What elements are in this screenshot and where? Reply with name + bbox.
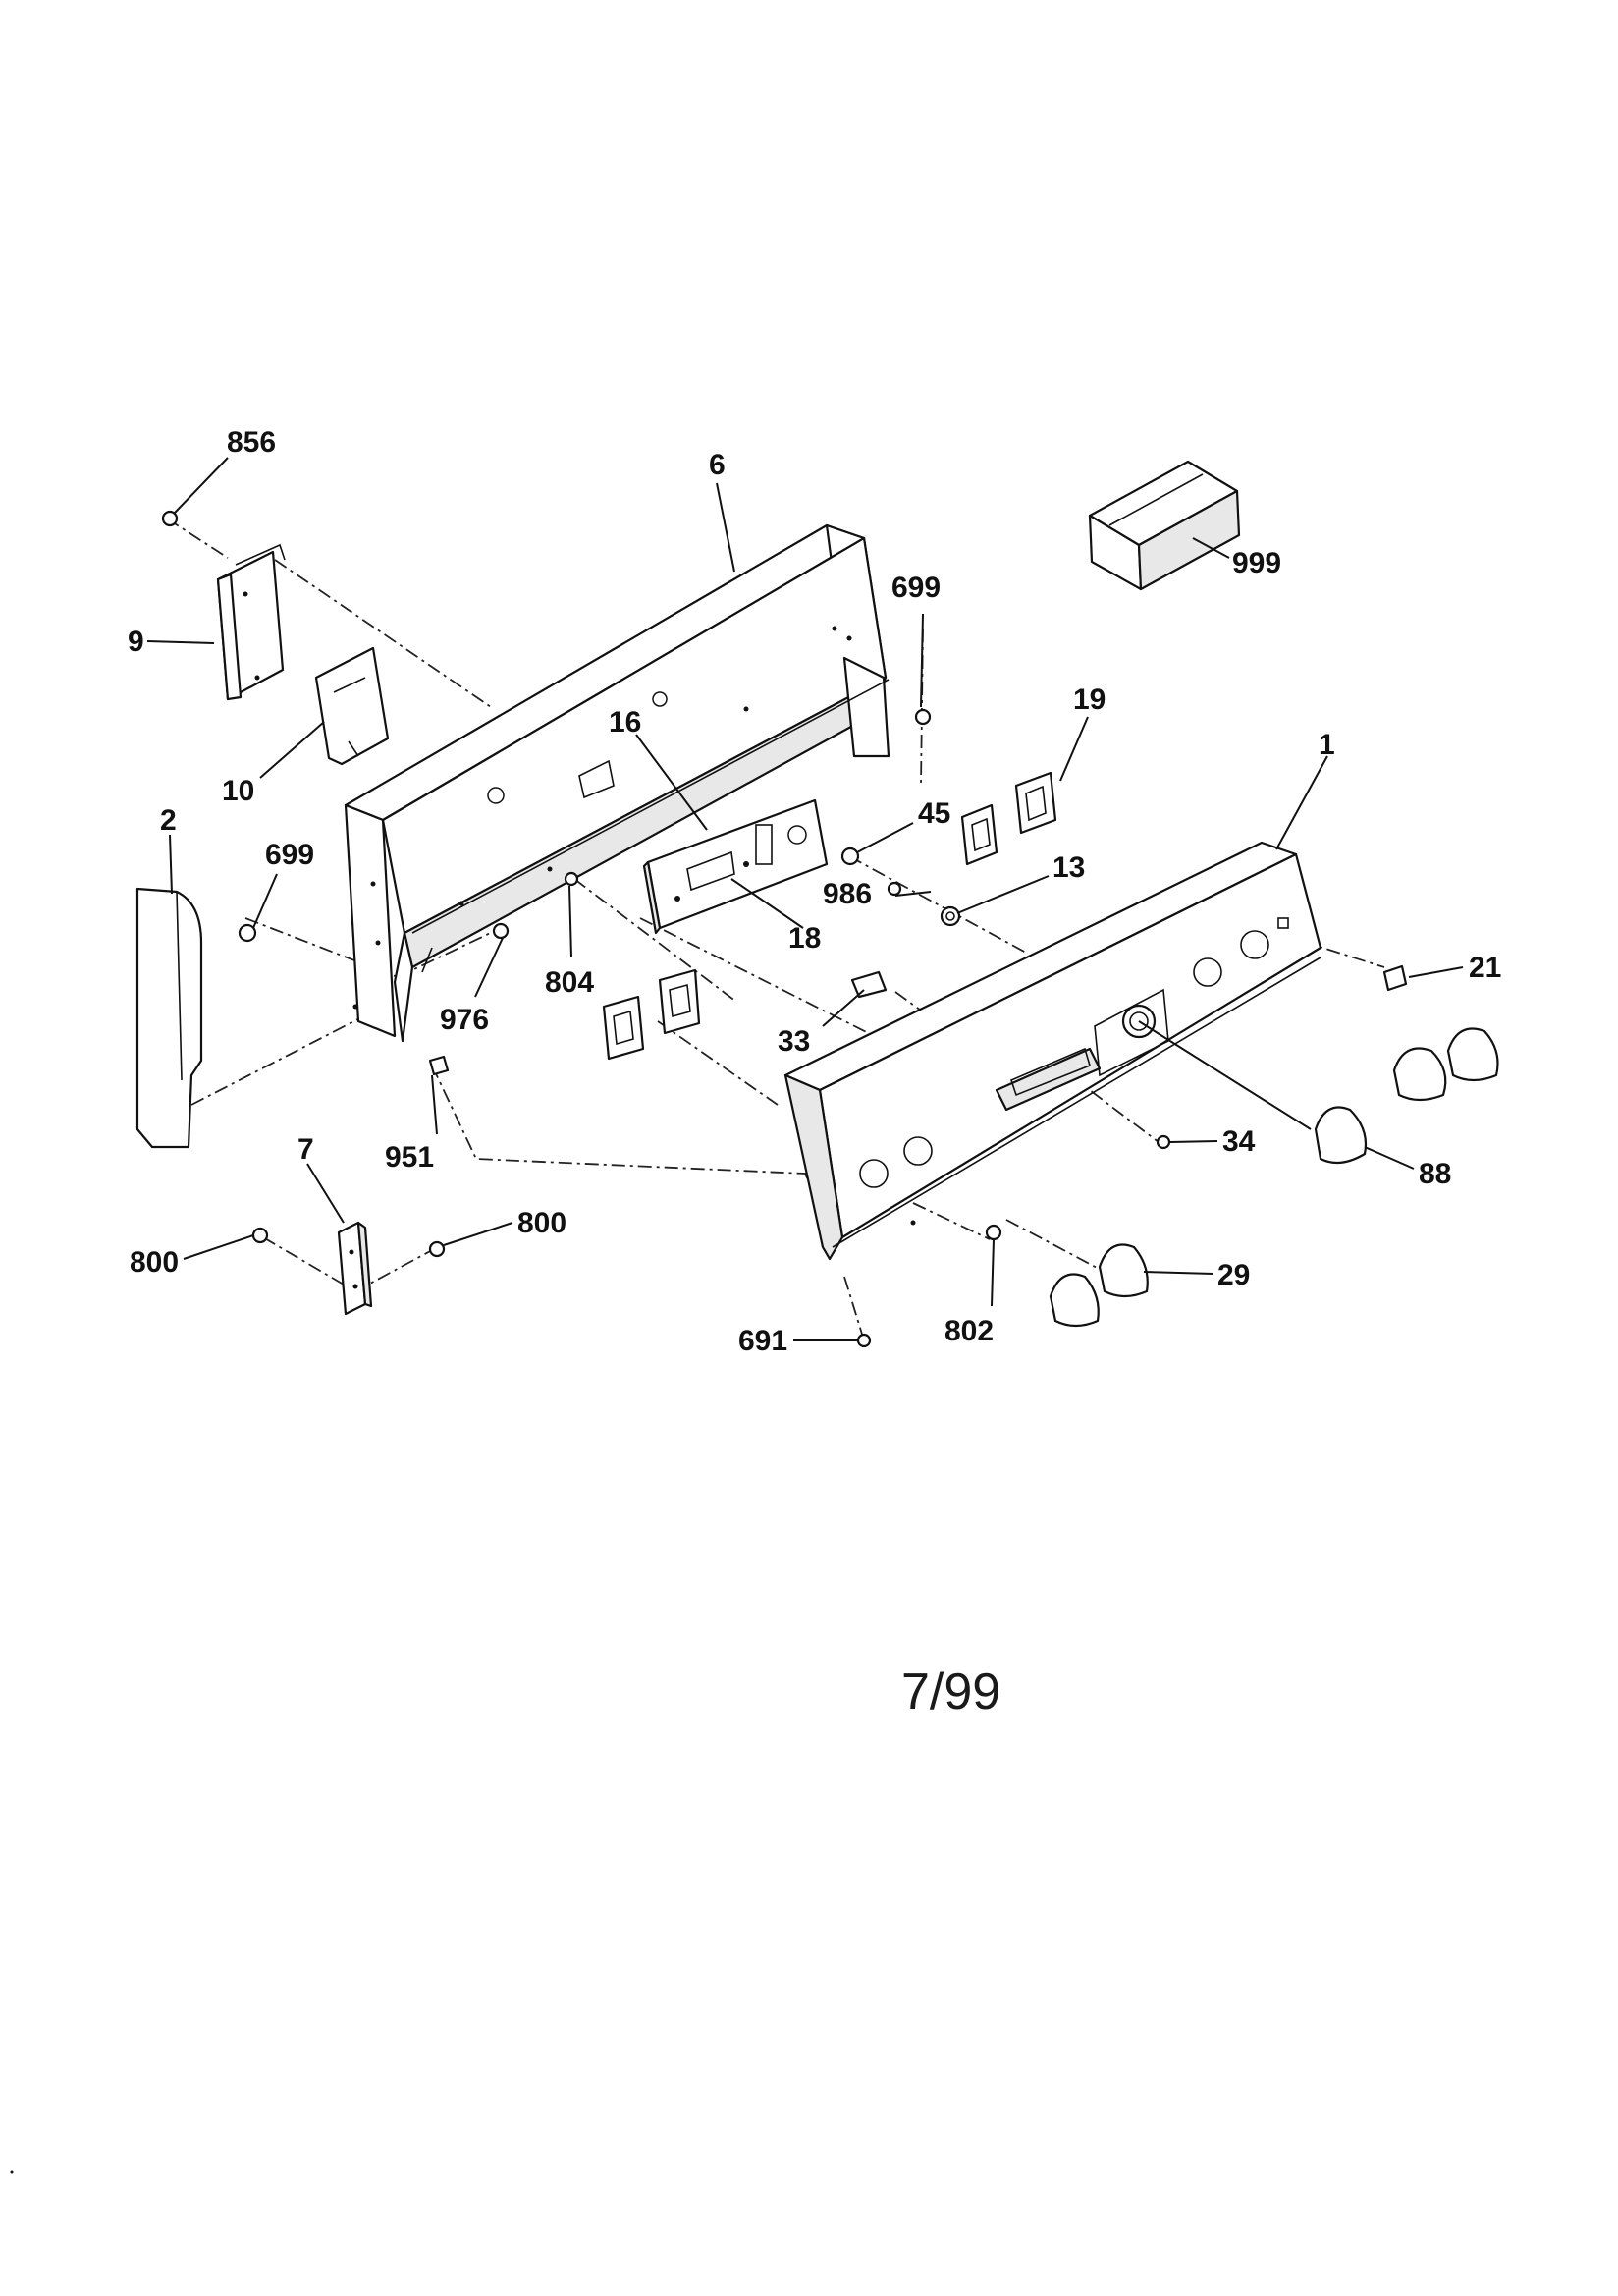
callout-88: 88 [1419, 1158, 1451, 1190]
callout-45: 45 [918, 797, 950, 830]
bracket-part-10 [314, 646, 390, 766]
switch-pair-part-19 [960, 771, 1057, 866]
rear-frame-part-6 [344, 523, 890, 1043]
callout-800-left: 800 [130, 1246, 179, 1279]
callout-6: 6 [709, 449, 726, 481]
callout-976: 976 [440, 1004, 489, 1036]
side-trim-part-2 [135, 887, 203, 1149]
callout-856: 856 [227, 426, 276, 459]
callout-29: 29 [1217, 1259, 1250, 1291]
callout-34: 34 [1222, 1125, 1256, 1158]
callout-leaders [146, 457, 1464, 1341]
packaging-box-part-999 [1088, 460, 1241, 591]
callout-33: 33 [778, 1025, 810, 1058]
callout-10: 10 [222, 775, 254, 807]
scan-mark [10, 2170, 14, 2174]
knob-part-29 [1049, 1243, 1149, 1328]
callout-16: 16 [609, 706, 641, 738]
callout-699-upper: 699 [891, 572, 941, 604]
callout-18: 18 [788, 922, 821, 955]
bracket-part-9 [216, 543, 286, 701]
callout-1: 1 [1319, 729, 1335, 761]
control-board-part-16 [642, 798, 829, 935]
callout-21: 21 [1469, 952, 1501, 984]
callout-9: 9 [128, 626, 144, 658]
switch-pair-lower [602, 968, 701, 1061]
callout-2: 2 [160, 804, 177, 837]
callout-13: 13 [1052, 851, 1085, 884]
knob-part-88 [1314, 1027, 1499, 1165]
callout-986: 986 [823, 878, 872, 910]
callout-691: 691 [738, 1325, 787, 1357]
callout-19: 19 [1073, 683, 1106, 716]
callout-951: 951 [385, 1141, 434, 1174]
callout-804: 804 [545, 966, 594, 999]
front-control-panel-part-1 [783, 841, 1322, 1261]
callout-699-lower: 699 [265, 839, 314, 871]
small-hardware [161, 510, 1408, 1348]
callout-800-right: 800 [517, 1207, 566, 1239]
callout-labels: 856 6 999 9 699 10 16 19 1 2 699 45 986 … [128, 426, 1501, 1357]
callout-999: 999 [1232, 547, 1281, 579]
date-stamp: 7/99 [901, 1664, 1000, 1721]
callout-7: 7 [297, 1133, 314, 1166]
bracket-part-7 [337, 1221, 373, 1316]
callout-802: 802 [944, 1315, 994, 1347]
